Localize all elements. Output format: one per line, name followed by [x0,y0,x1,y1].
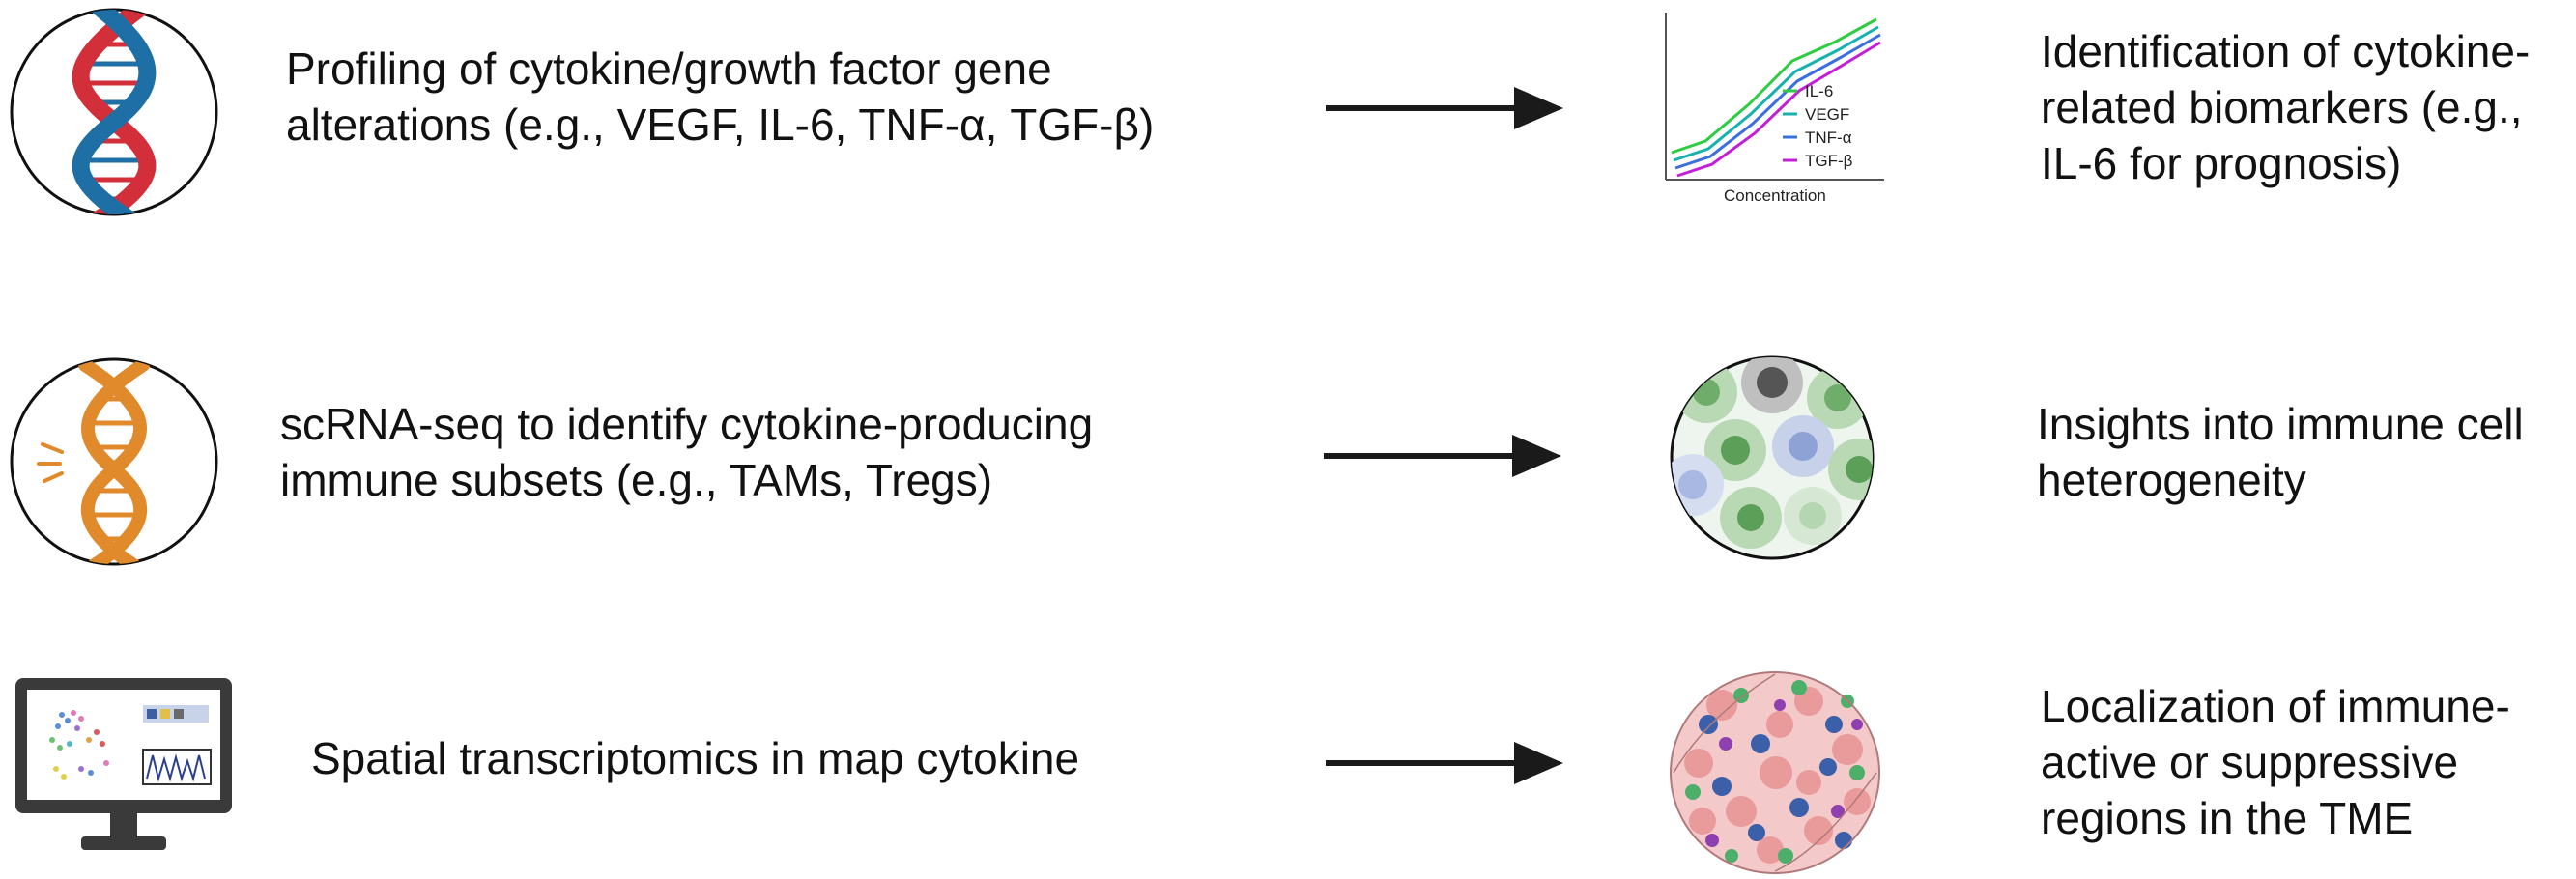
arrow-icon-2 [1324,431,1565,481]
series-il6-line [1671,17,1877,155]
row-spatial-transcriptomics: Spatial transcriptomics in map cytokine [0,666,2576,879]
row-cytokine-profiling: Profiling of cytokine/growth factor gene… [0,0,2576,251]
tumor-microenvironment-icon [1664,666,1886,879]
series-tnfa-line [1674,33,1881,170]
method-text-3: Spatial transcriptomics in map cytokine [311,733,1080,783]
legend-vegf: VEGF [1805,105,1849,124]
outcome-text-1: Identification of cytokine- related biom… [2041,26,2531,188]
legend-tnfa: TNF-α [1805,128,1852,147]
dna-helix-orange-icon [8,355,220,568]
series-tgfb-line [1676,41,1881,178]
legend-il6: IL-6 [1805,82,1833,100]
legend-tgfb: TGF-β [1805,152,1853,170]
monitor-icon [14,676,236,860]
method-text-1: Profiling of cytokine/growth factor gene… [286,43,1155,150]
series-vegf-line [1673,25,1879,162]
umap-scatter [49,710,109,780]
outcome-text-2: Insights into immune cell heterogeneity [2037,399,2524,505]
x-axis-label: Concentration [1724,186,1826,205]
method-text-2: scRNA-seq to identify cytokine-producing… [280,399,1094,505]
outcome-text-3: Localization of immune- active or suppre… [2041,681,2510,843]
line-chart-icon: IL-6 VEGF TNF-α TGF-β Concentration [1652,8,1894,206]
cell-population-circle-icon [1668,354,1876,562]
dna-double-helix-icon [8,6,220,218]
arrow-icon-1 [1326,83,1567,133]
arrow-icon-3 [1326,738,1567,788]
row-scrna-seq: scRNA-seq to identify cytokine-producing… [0,348,2576,580]
